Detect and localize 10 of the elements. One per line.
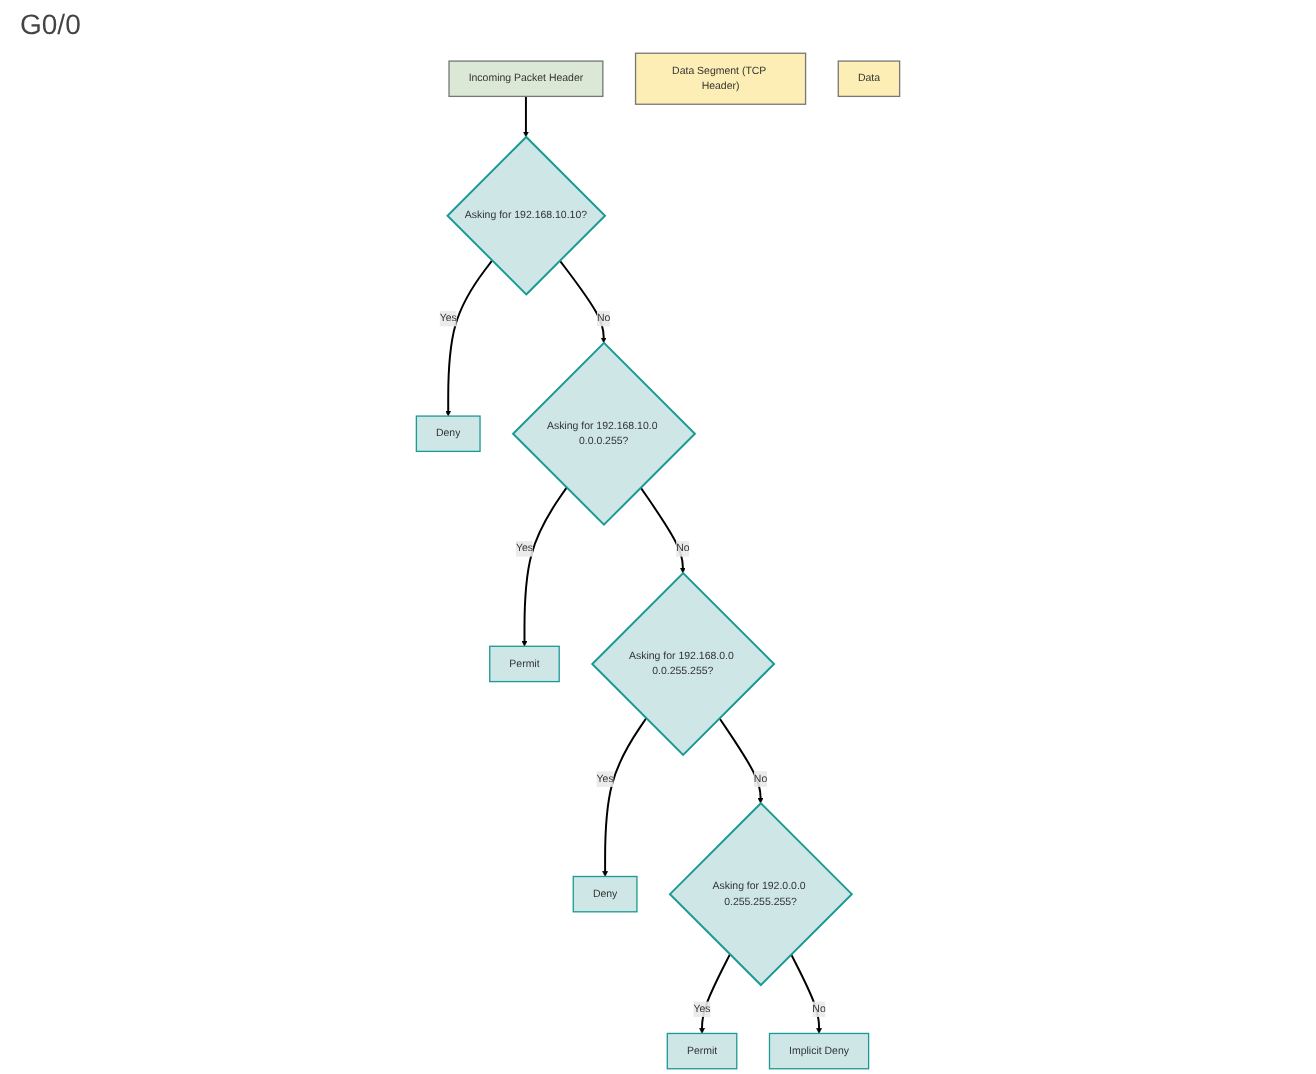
arrow xyxy=(790,953,822,1034)
arrow xyxy=(639,486,686,574)
arrow xyxy=(445,259,494,417)
arrow xyxy=(718,717,764,804)
arrow xyxy=(523,95,529,138)
arrow xyxy=(521,486,568,647)
arrow xyxy=(558,259,607,344)
arrow xyxy=(602,717,648,877)
port-label: G0/0 xyxy=(20,8,81,40)
arrow xyxy=(699,953,731,1034)
